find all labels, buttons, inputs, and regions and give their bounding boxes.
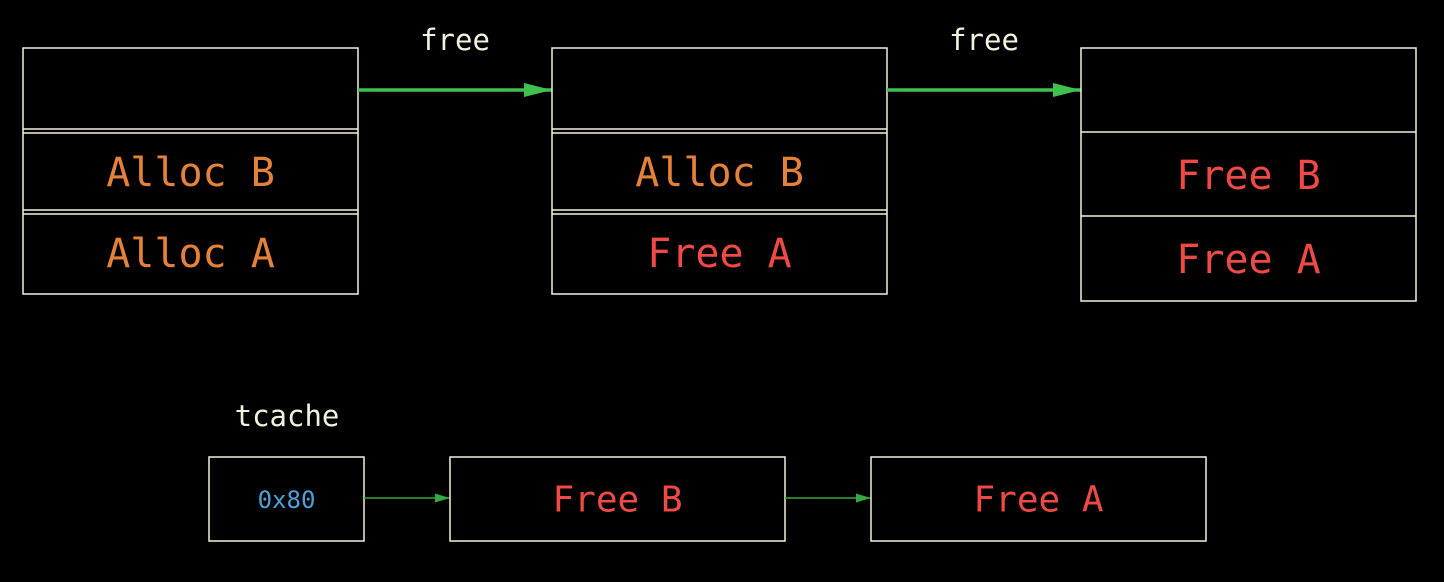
heap-state-3-frame [1080, 47, 1417, 302]
tcache-entry-2-label: Free A [973, 480, 1103, 521]
heap-state-3-cell-top: Top Chunk [1140, 69, 1357, 115]
tcache-entry-2-box [870, 456, 1207, 542]
transition-2-label: free [949, 23, 1019, 57]
heap-state-2: Top Chunk Alloc B Free A [551, 47, 888, 295]
tcache-head-box [208, 456, 365, 542]
transition-1: free [358, 23, 552, 97]
heap-state-2-cell-b: Alloc B [635, 150, 804, 196]
heap-state-1-frame [22, 47, 359, 295]
tcache-entry-1-label: Free B [552, 480, 682, 521]
transition-1-label: free [420, 23, 490, 57]
heap-state-2-frame [551, 47, 888, 295]
heap-state-1-cell-b: Alloc B [106, 150, 275, 196]
heap-state-1-cell-top: Top Chunk [82, 69, 299, 115]
tcache-label: tcache [235, 399, 340, 433]
heap-state-1: Top Chunk Alloc B Alloc A [22, 47, 359, 295]
heap-state-3-cell-a: Free A [1176, 237, 1321, 283]
tcache-head-address: 0x80 [258, 486, 316, 514]
heap-state-3: Top Chunk Free B Free A [1080, 47, 1417, 302]
heap-state-2-cell-top: Top Chunk [611, 69, 828, 115]
tcache-list: tcache 0x80 Free B Free A [208, 399, 1207, 542]
heap-state-2-cell-a: Free A [647, 231, 792, 277]
tcache-entry-1-box [449, 456, 786, 542]
transition-2: free [887, 23, 1081, 97]
heap-state-3-cell-b: Free B [1176, 153, 1321, 199]
heap-state-1-cell-a: Alloc A [106, 231, 275, 277]
